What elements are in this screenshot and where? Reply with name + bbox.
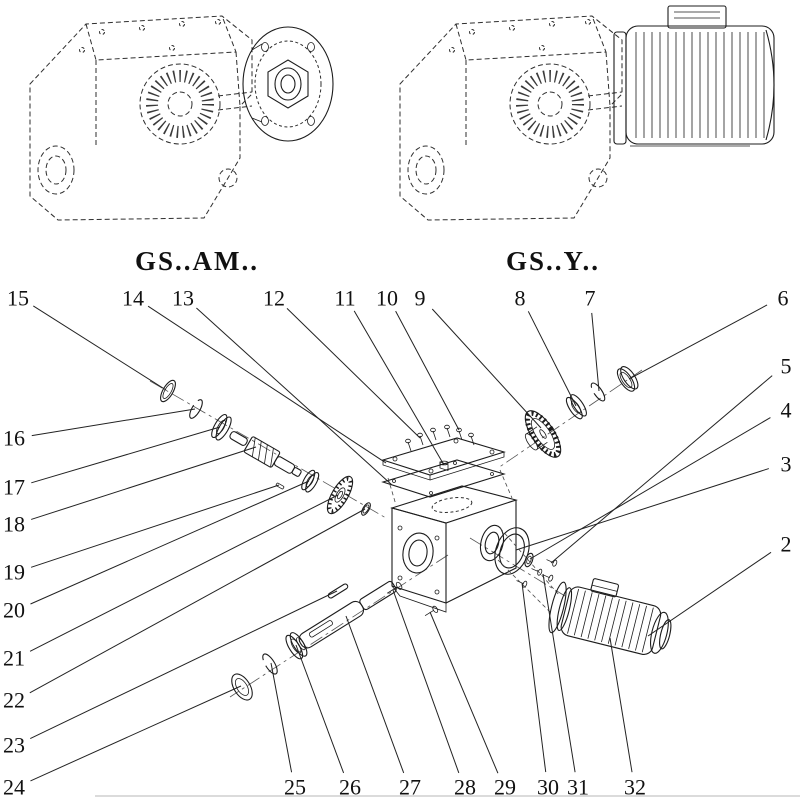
cover-gasket <box>381 459 513 506</box>
part-number-22: 22 <box>3 688 25 713</box>
output-shaft-27 <box>296 580 397 651</box>
part-number-5: 5 <box>781 354 792 379</box>
model-label-right: GS..Y.. <box>506 246 600 276</box>
motor-right <box>613 5 775 147</box>
leader-line-16 <box>31 408 196 437</box>
shaft-key-23 <box>327 583 349 599</box>
bearing-20 <box>301 469 320 493</box>
leader-line-18 <box>30 446 257 520</box>
leader-line-5 <box>550 375 773 564</box>
part-number-4: 4 <box>781 398 792 423</box>
key-pin-19 <box>275 482 285 490</box>
part-number-18: 18 <box>3 512 25 537</box>
gear-housing-exploded <box>390 485 518 613</box>
leader-line-7 <box>591 312 600 392</box>
part-number-9: 9 <box>415 286 426 311</box>
part-number-10: 10 <box>376 286 398 311</box>
part-number-17: 17 <box>3 475 25 500</box>
gearbox-phantom-left <box>30 16 252 220</box>
part-number-26: 26 <box>339 775 361 800</box>
output-flange-left <box>242 26 334 142</box>
bearing-8 <box>565 394 587 420</box>
part-number-25: 25 <box>284 775 306 800</box>
leader-line-29 <box>429 611 499 774</box>
part-number-14: 14 <box>122 286 144 311</box>
leader-line-4 <box>529 417 771 560</box>
leader-line-15 <box>33 305 167 391</box>
screw-29 <box>424 605 439 617</box>
model-label-left: GS..AM.. <box>135 246 259 276</box>
part-number-15: 15 <box>7 286 29 311</box>
circlip-25 <box>262 653 278 675</box>
terminal-box <box>667 5 727 29</box>
leader-line-12 <box>286 308 421 439</box>
part-number-24: 24 <box>3 775 25 800</box>
part-number-2: 2 <box>781 532 792 557</box>
screw-28 <box>387 581 403 594</box>
part-number-21: 21 <box>3 646 25 671</box>
part-number-3: 3 <box>781 452 792 477</box>
part-number-7: 7 <box>585 286 596 311</box>
part-number-31: 31 <box>567 775 589 800</box>
leader-line-23 <box>30 590 338 739</box>
gasket-ring-3 <box>494 527 530 575</box>
leader-line-9 <box>431 308 542 429</box>
part-number-27: 27 <box>399 775 421 800</box>
bearing-17 <box>211 413 232 441</box>
leader-line-32 <box>609 637 633 773</box>
leader-line-20 <box>30 480 310 605</box>
part-number-30: 30 <box>537 775 559 800</box>
circlip-7 <box>590 382 606 402</box>
circlip-16 <box>189 399 203 419</box>
leader-line-6 <box>628 304 768 380</box>
seal-washer-24 <box>231 673 253 701</box>
part-number-12: 12 <box>263 286 285 311</box>
washer-4 <box>524 552 534 568</box>
part-number-16: 16 <box>3 426 25 451</box>
part-number-13: 13 <box>172 286 194 311</box>
leader-line-21 <box>29 494 339 652</box>
leader-line-25 <box>270 662 293 773</box>
leader-line-2 <box>647 551 772 637</box>
leader-line-11 <box>353 310 445 466</box>
leader-line-26 <box>295 644 345 774</box>
gearbox-phantom-right <box>400 16 622 220</box>
washer-22 <box>361 502 371 516</box>
part-number-28: 28 <box>454 775 476 800</box>
cover-screws <box>405 424 475 452</box>
leader-line-10 <box>395 310 460 431</box>
part-number-20: 20 <box>3 598 25 623</box>
leader-line-31 <box>542 573 576 773</box>
part-number-19: 19 <box>3 560 25 585</box>
leader-line-24 <box>30 685 242 782</box>
leader-line-14 <box>147 305 387 464</box>
leader-line-13 <box>196 307 393 486</box>
part-number-6: 6 <box>778 286 789 311</box>
leader-line-27 <box>345 615 405 774</box>
part-number-32: 32 <box>624 775 646 800</box>
part-number-8: 8 <box>515 286 526 311</box>
leader-line-30 <box>521 582 547 773</box>
part-number-29: 29 <box>494 775 516 800</box>
worm-shaft-18 <box>229 431 302 477</box>
top-cover-plate <box>381 437 506 481</box>
motor-exploded <box>548 578 672 655</box>
end-cap-6 <box>616 366 639 392</box>
helical-gear-9 <box>524 410 562 458</box>
leader-line-22 <box>29 508 366 694</box>
leader-line-19 <box>30 484 280 568</box>
leader-line-3 <box>515 468 770 551</box>
part-number-11: 11 <box>334 286 355 311</box>
leader-line-8 <box>527 311 577 407</box>
leader-line-28 <box>392 589 460 774</box>
worm-gear-21 <box>326 475 354 515</box>
part-number-23: 23 <box>3 733 25 758</box>
leader-line-17 <box>31 426 221 484</box>
